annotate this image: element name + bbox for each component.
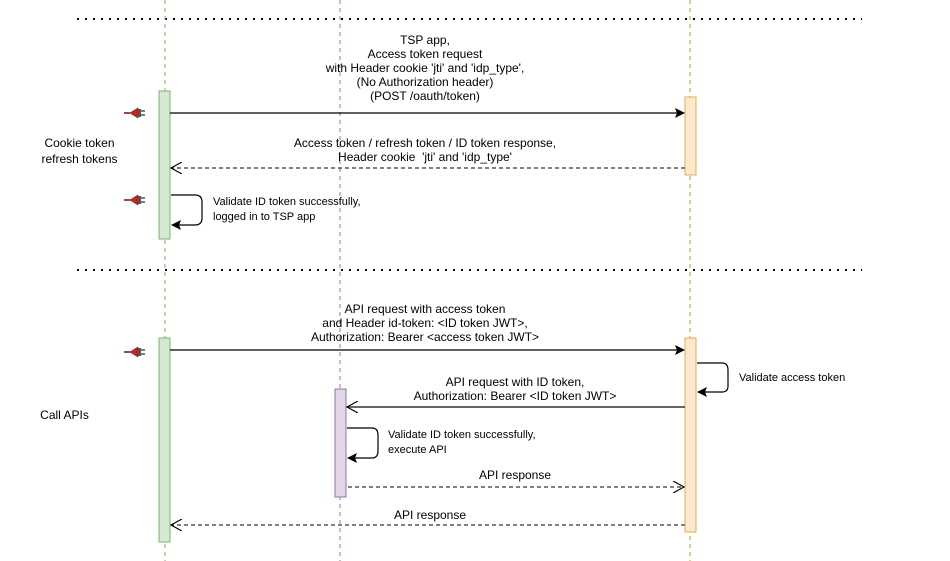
- self-arrow-m5: [697, 362, 729, 397]
- self-arrow-m3: [171, 194, 203, 230]
- section-label-call-apis: Call APIs: [40, 408, 89, 422]
- message-label-m1: TSP app, Access token request with Heade…: [325, 33, 525, 103]
- message-label-m4: API request with access token and Header…: [310, 302, 540, 344]
- message-label-m7: Validate ID token successfully, execute …: [388, 429, 536, 456]
- message-label-m6: API request with ID token, Authorization…: [413, 375, 617, 403]
- plug-icon: [124, 107, 145, 119]
- activation-client-1: [158, 90, 171, 240]
- plug-icon: [124, 194, 145, 206]
- message-label-m9: API response: [393, 508, 467, 522]
- message-label-m3: Validate ID token successfully, logged i…: [213, 196, 361, 223]
- message-label-m2: Access token / refresh token / ID token …: [293, 136, 557, 164]
- section-label-cookie-refresh: Cookie token refresh tokens: [41, 136, 118, 166]
- self-arrow-m7: [347, 427, 379, 463]
- activation-tsp-1: [684, 96, 697, 176]
- activation-tsp-2: [684, 337, 697, 533]
- message-label-m5: Validate access token: [739, 372, 846, 384]
- activation-client-2: [158, 337, 171, 543]
- activation-api: [334, 388, 347, 498]
- plug-icon: [124, 346, 145, 358]
- message-label-m8: API response: [478, 468, 552, 482]
